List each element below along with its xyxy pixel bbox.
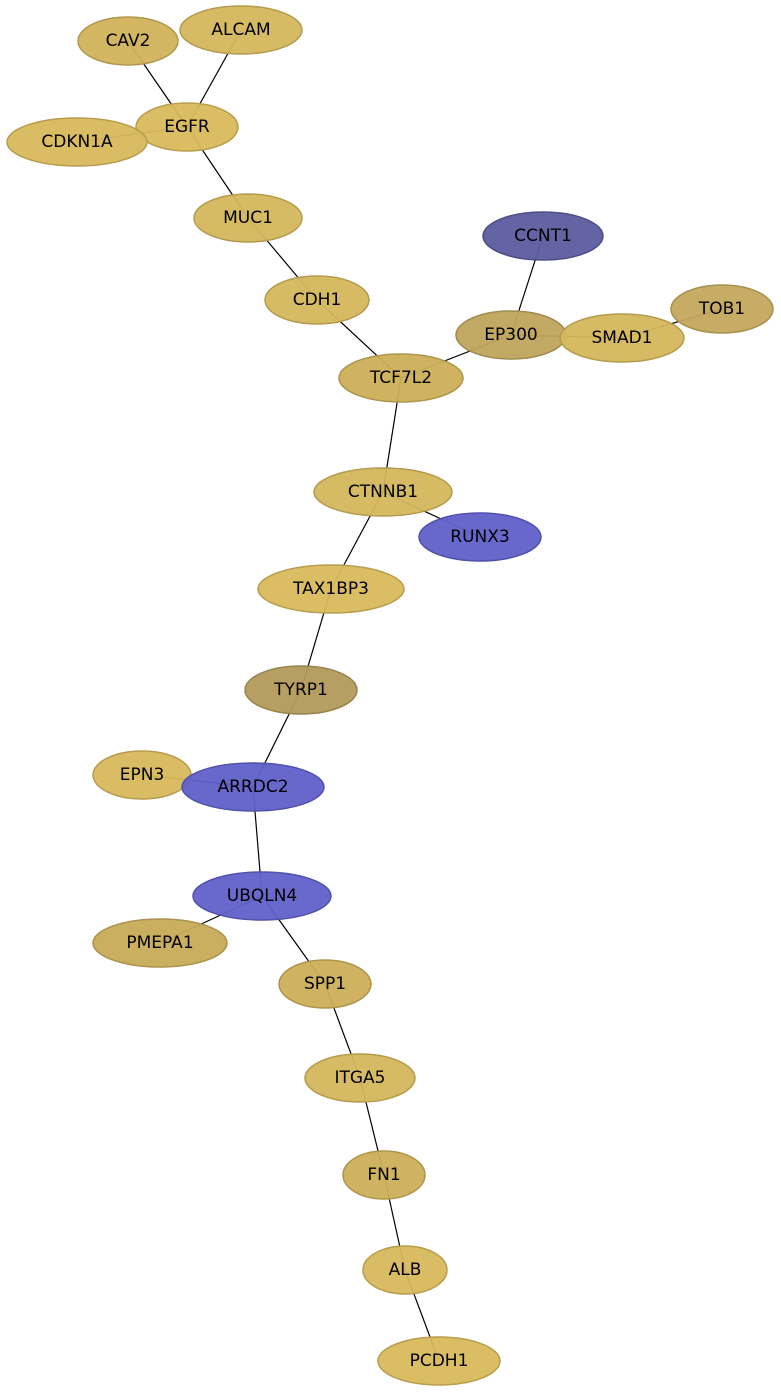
node-ellipse[interactable] — [193, 193, 303, 243]
node-label: TYRP1 — [273, 680, 328, 700]
node-ccnt1[interactable]: CCNT1 — [482, 211, 604, 261]
node-tcf7l2[interactable]: TCF7L2 — [338, 353, 464, 403]
node-label: SPP1 — [304, 974, 346, 994]
node-label: ALCAM — [211, 20, 270, 40]
node-ellipse[interactable] — [264, 275, 370, 325]
node-label: CCNT1 — [514, 226, 572, 246]
node-muc1[interactable]: MUC1 — [193, 193, 303, 243]
node-itga5[interactable]: ITGA5 — [304, 1053, 416, 1103]
node-ellipse[interactable] — [6, 117, 148, 167]
node-ellipse[interactable] — [135, 102, 239, 152]
node-ellipse[interactable] — [313, 467, 453, 517]
node-ellipse[interactable] — [192, 871, 332, 921]
node-tob1[interactable]: TOB1 — [670, 284, 774, 334]
node-label: CDH1 — [293, 290, 342, 310]
node-tyrp1[interactable]: TYRP1 — [244, 665, 358, 715]
node-ellipse[interactable] — [244, 665, 358, 715]
node-label: TCF7L2 — [369, 368, 432, 388]
node-ellipse[interactable] — [559, 313, 685, 363]
node-tax1bp3[interactable]: TAX1BP3 — [257, 564, 405, 614]
node-label: UBQLN4 — [227, 886, 298, 906]
node-alcam[interactable]: ALCAM — [179, 5, 303, 55]
node-ellipse[interactable] — [482, 211, 604, 261]
node-label: CAV2 — [106, 31, 151, 51]
node-fn1[interactable]: FN1 — [342, 1150, 426, 1200]
node-label: PCDH1 — [410, 1351, 469, 1371]
node-ellipse[interactable] — [77, 16, 179, 66]
node-ctnnb1[interactable]: CTNNB1 — [313, 467, 453, 517]
node-spp1[interactable]: SPP1 — [278, 959, 372, 1009]
node-label: CTNNB1 — [348, 482, 418, 502]
node-label: MUC1 — [223, 208, 273, 228]
node-ellipse[interactable] — [338, 353, 464, 403]
node-label: PMEPA1 — [126, 933, 193, 953]
node-egfr[interactable]: EGFR — [135, 102, 239, 152]
node-runx3[interactable]: RUNX3 — [418, 512, 542, 562]
node-ellipse[interactable] — [257, 564, 405, 614]
node-arrdc2[interactable]: ARRDC2 — [181, 762, 325, 812]
node-label: CDKN1A — [41, 132, 113, 152]
node-cdkn1a[interactable]: CDKN1A — [6, 117, 148, 167]
node-cdh1[interactable]: CDH1 — [264, 275, 370, 325]
node-ellipse[interactable] — [181, 762, 325, 812]
node-ubqln4[interactable]: UBQLN4 — [192, 871, 332, 921]
node-ellipse[interactable] — [342, 1150, 426, 1200]
node-alb[interactable]: ALB — [362, 1245, 448, 1295]
node-ellipse[interactable] — [92, 918, 228, 968]
node-label: EPN3 — [120, 765, 165, 785]
node-label: EGFR — [164, 117, 210, 137]
node-label: ITGA5 — [334, 1068, 385, 1088]
node-label: SMAD1 — [592, 328, 653, 348]
node-ep300[interactable]: EP300 — [455, 310, 567, 360]
node-label: FN1 — [367, 1165, 400, 1185]
node-pmepa1[interactable]: PMEPA1 — [92, 918, 228, 968]
node-ellipse[interactable] — [377, 1336, 501, 1386]
node-label: TAX1BP3 — [292, 579, 369, 599]
node-cav2[interactable]: CAV2 — [77, 16, 179, 66]
node-label: TOB1 — [698, 299, 745, 319]
node-ellipse[interactable] — [362, 1245, 448, 1295]
node-ellipse[interactable] — [304, 1053, 416, 1103]
node-label: ALB — [389, 1260, 422, 1280]
node-ellipse[interactable] — [418, 512, 542, 562]
node-label: ARRDC2 — [217, 777, 288, 797]
node-ellipse[interactable] — [670, 284, 774, 334]
node-smad1[interactable]: SMAD1 — [559, 313, 685, 363]
node-label: RUNX3 — [450, 527, 509, 547]
node-ellipse[interactable] — [278, 959, 372, 1009]
node-epn3[interactable]: EPN3 — [92, 750, 192, 800]
node-label: EP300 — [484, 325, 537, 345]
node-ellipse[interactable] — [179, 5, 303, 55]
node-pcdh1[interactable]: PCDH1 — [377, 1336, 501, 1386]
